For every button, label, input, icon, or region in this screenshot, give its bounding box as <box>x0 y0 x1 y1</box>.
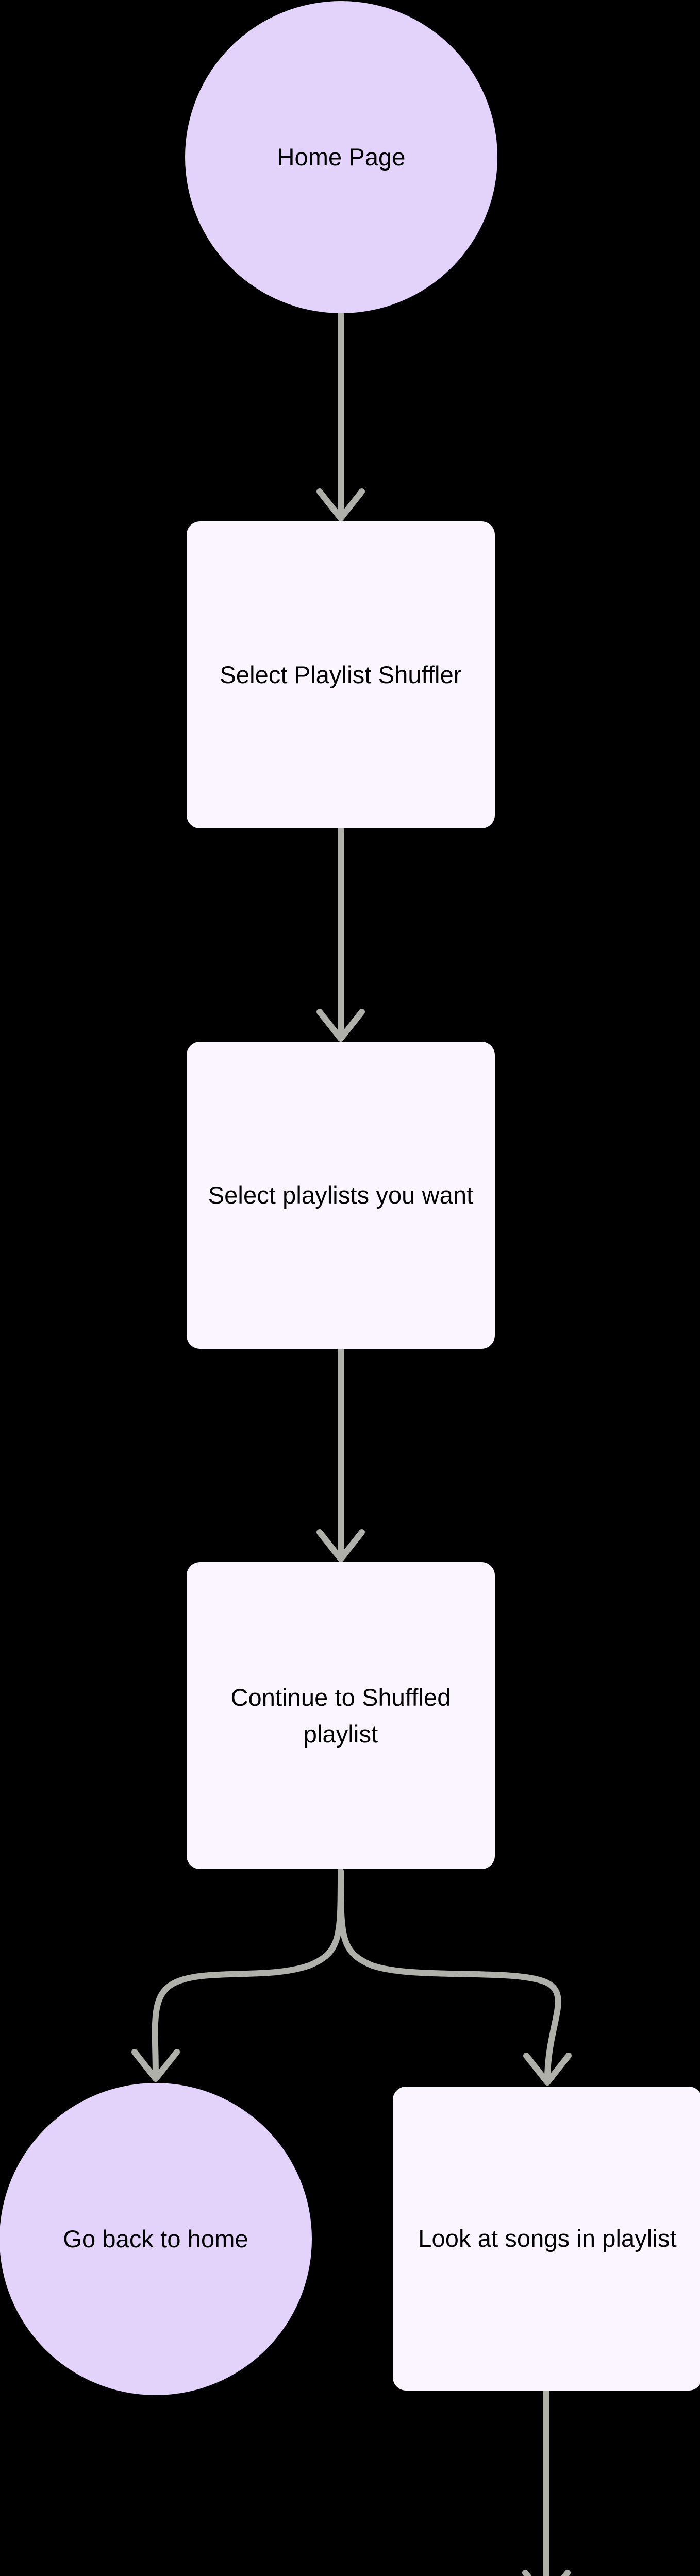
edge-shuffler-to-playlists <box>316 826 365 1042</box>
edge-look-songs-to-go-back-bottom <box>522 2388 571 2576</box>
node-label-look-at-songs-in-playlist: Look at songs in playlist <box>418 2225 677 2252</box>
edge-home-to-shuffler <box>316 311 365 521</box>
node-label-continue-to-shuffled-playlist: Continue to Shuffled playlist <box>230 1683 451 1748</box>
node-select-playlist-shuffler[interactable]: Select Playlist Shuffler <box>187 521 495 828</box>
node-home-page[interactable]: Home Page <box>185 1 497 313</box>
edge-continue-to-go-back-left <box>131 1868 344 2082</box>
node-look-at-songs-in-playlist[interactable]: Look at songs in playlist <box>393 2087 700 2391</box>
node-label-select-playlists-you-want: Select playlists you want <box>208 1181 474 1209</box>
node-go-back-to-home-left[interactable]: Go back to home <box>0 2083 312 2395</box>
edge-playlists-to-continue <box>316 1347 365 1562</box>
node-label-go-back-to-home-left: Go back to home <box>63 2225 248 2253</box>
edge-continue-to-look-songs <box>338 1868 572 2086</box>
node-label-home-page: Home Page <box>277 143 406 171</box>
node-select-playlists-you-want[interactable]: Select playlists you want <box>187 1042 495 1349</box>
node-label-select-playlist-shuffler: Select Playlist Shuffler <box>220 661 462 689</box>
node-continue-to-shuffled-playlist[interactable]: Continue to Shuffled playlist <box>187 1562 495 1869</box>
